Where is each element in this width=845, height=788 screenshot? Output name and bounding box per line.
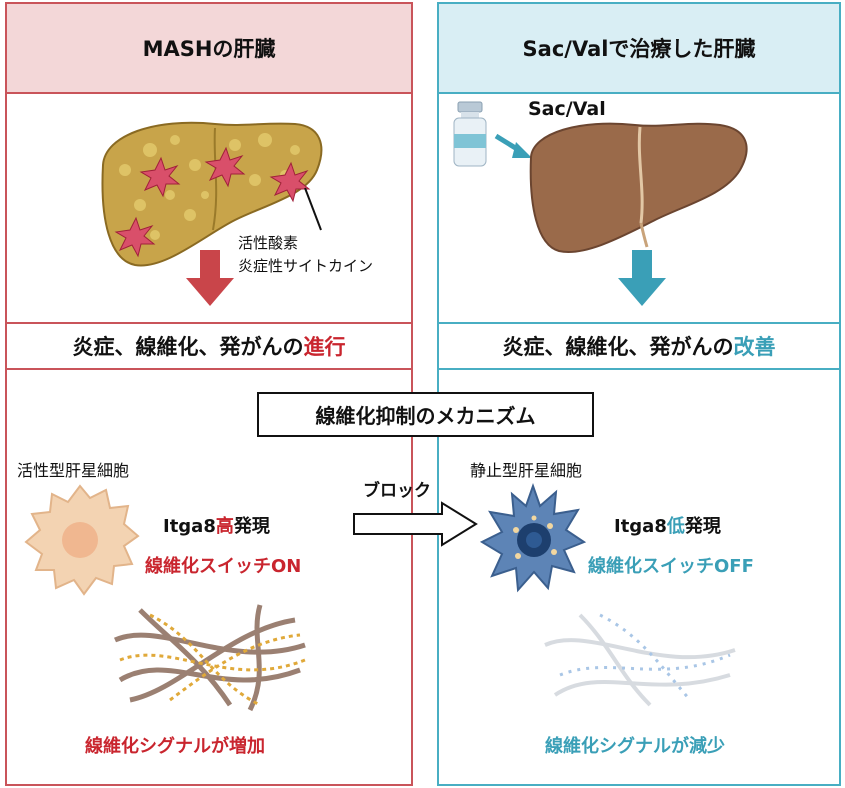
sac-val-drug-label: Sac/Val — [528, 98, 606, 120]
mash-result-highlight: 進行 — [303, 335, 346, 359]
treated-result-text: 炎症、線維化、発がんの — [502, 335, 734, 359]
fibrosis-switch-on-label: 線維化スイッチON — [145, 556, 302, 577]
sparse-fibrosis-fibers-illustration — [544, 613, 736, 707]
treated-result-highlight: 改善 — [733, 335, 776, 359]
itga8-low-expression: Itga8低発現 — [614, 512, 721, 538]
itga8-level-low: 低 — [666, 516, 685, 537]
mash-liver-panel: MASHの肝臓 炎症、線維化、発がんの進行 — [5, 2, 413, 786]
activated-stellate-cell-icon — [24, 484, 140, 596]
quiescent-stellate-cell-icon — [479, 482, 587, 593]
itga8-level-high: 高 — [215, 516, 234, 537]
fibrosis-signal-decrease-label: 線維化シグナルが減少 — [545, 736, 725, 757]
activated-stellate-cell-label: 活性型肝星細胞 — [17, 461, 130, 480]
fibrosis-switch-off-label: 線維化スイッチOFF — [588, 556, 754, 577]
expression-suffix-left: 発現 — [233, 516, 270, 537]
teal-diagonal-arrow-icon — [494, 133, 532, 158]
itga8-high-expression: Itga8高発現 — [163, 512, 270, 538]
block-label: ブロック — [363, 481, 431, 501]
treated-result-banner: 炎症、線維化、発がんの改善 — [439, 322, 839, 370]
expression-suffix-right: 発現 — [684, 516, 721, 537]
treated-liver-title: Sac/Valで治療した肝臓 — [439, 4, 839, 94]
quiescent-stellate-cell-label: 静止型肝星細胞 — [470, 461, 583, 480]
ros-annotation: 活性酸素 — [238, 234, 299, 252]
treated-liver-panel: Sac/Valで治療した肝臓 炎症、線維化、発がんの改善 — [437, 2, 841, 786]
healthy-liver-illustration — [529, 122, 748, 253]
mash-result-text: 炎症、線維化、発がんの — [72, 335, 304, 359]
block-arrow-icon — [353, 501, 478, 547]
red-down-arrow-icon — [186, 250, 234, 306]
fibrosis-signal-increase-label: 線維化シグナルが増加 — [85, 736, 265, 757]
mash-result-banner: 炎症、線維化、発がんの進行 — [7, 322, 411, 370]
mechanism-title-box: 線維化抑制のメカニズム — [257, 392, 594, 437]
mash-liver-title: MASHの肝臓 — [7, 4, 411, 94]
itga8-gene-name-right: Itga8 — [614, 516, 667, 537]
diseased-liver-illustration — [101, 121, 323, 267]
drug-vial-icon — [453, 101, 487, 167]
itga8-gene-name-left: Itga8 — [163, 516, 216, 537]
teal-down-arrow-icon — [618, 250, 666, 306]
cytokine-annotation: 炎症性サイトカイン — [238, 257, 374, 275]
dense-fibrosis-fibers-illustration — [113, 604, 306, 712]
